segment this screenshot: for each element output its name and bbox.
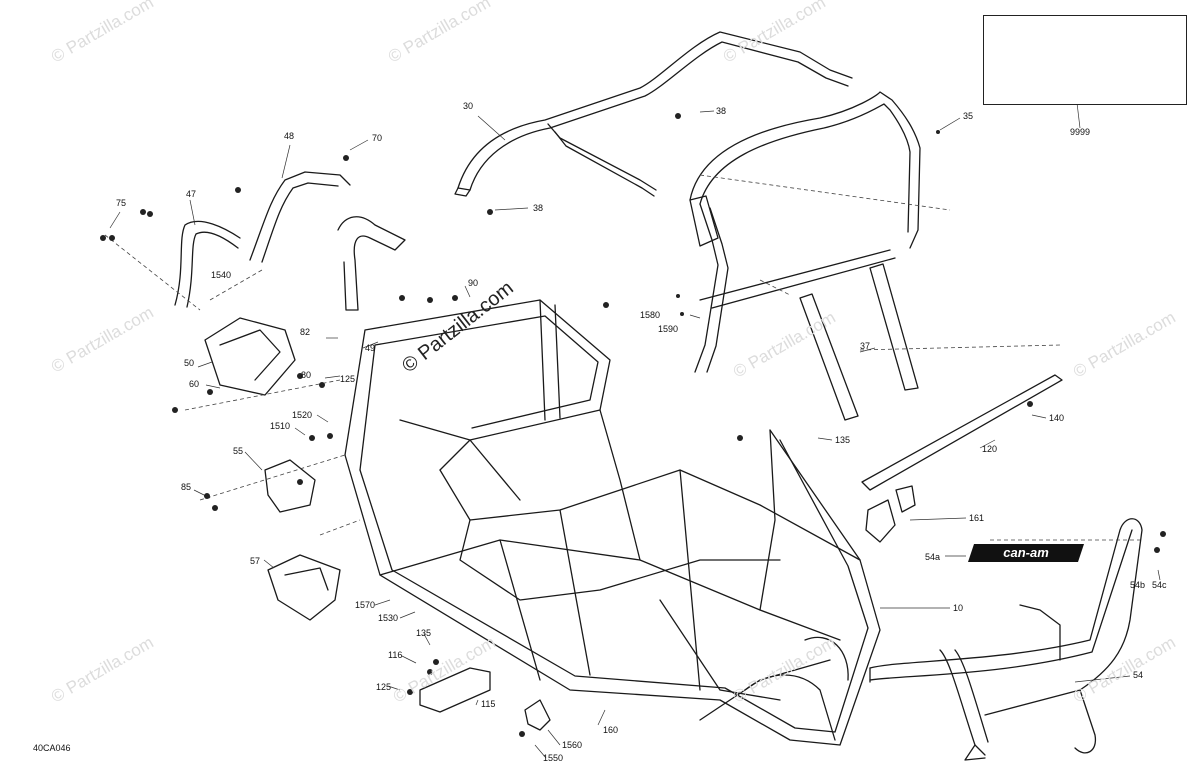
callout-125[interactable]: 125 — [340, 374, 356, 384]
roll-cage-rear-hoop[interactable] — [689, 91, 921, 373]
callout-35[interactable]: 35 — [963, 111, 974, 121]
callout-30[interactable]: 30 — [463, 101, 474, 111]
decal-inset-box — [983, 15, 1187, 105]
callout-60[interactable]: 60 — [189, 379, 200, 389]
callout-38[interactable]: 38 — [533, 203, 544, 213]
callout-54c[interactable]: 54c — [1152, 580, 1167, 590]
bracket-115[interactable] — [419, 667, 491, 713]
callout-37[interactable]: 37 — [860, 341, 871, 351]
callout-125[interactable]: 125 — [376, 682, 392, 692]
callout-161[interactable]: 161 — [969, 513, 985, 523]
bracket-50[interactable] — [204, 317, 296, 396]
callout-47[interactable]: 47 — [186, 189, 197, 199]
callout-82[interactable]: 82 — [300, 327, 311, 337]
callout-140[interactable]: 140 — [1049, 413, 1065, 423]
callout-54[interactable]: 54 — [1133, 670, 1144, 680]
callout-120[interactable]: 120 — [982, 444, 998, 454]
callout-57[interactable]: 57 — [250, 556, 261, 566]
can-am-logo: can-am — [968, 544, 1084, 562]
bracket-161[interactable] — [865, 485, 916, 543]
front-bumper[interactable] — [869, 518, 1143, 761]
bracket-57[interactable] — [267, 554, 341, 621]
callout-85[interactable]: 85 — [181, 482, 192, 492]
callout-50[interactable]: 50 — [184, 358, 195, 368]
diagram-code: 40CA046 — [33, 743, 71, 753]
bracket-55[interactable] — [264, 459, 316, 513]
callout-70[interactable]: 70 — [372, 133, 383, 143]
callout-1520[interactable]: 1520 — [292, 410, 313, 420]
callout-80[interactable]: 80 — [301, 370, 312, 380]
callout-10[interactable]: 10 — [953, 603, 964, 613]
callout-54b[interactable]: 54b — [1130, 580, 1146, 590]
callout-54a[interactable]: 54a — [925, 552, 941, 562]
callout-90[interactable]: 90 — [468, 278, 479, 288]
callout-75[interactable]: 75 — [116, 198, 127, 208]
callout-1590[interactable]: 1590 — [658, 324, 679, 334]
callout-48[interactable]: 48 — [284, 131, 295, 141]
callout-1550[interactable]: 1550 — [543, 753, 564, 763]
callout-135[interactable]: 135 — [835, 435, 851, 445]
bar-47[interactable] — [174, 220, 241, 308]
main-frame[interactable] — [344, 299, 881, 746]
callout-1530[interactable]: 1530 — [378, 613, 399, 623]
bar-48[interactable] — [249, 171, 351, 263]
callout-135[interactable]: 135 — [416, 628, 432, 638]
bracket-1560[interactable] — [524, 699, 551, 731]
callout-1570[interactable]: 1570 — [355, 600, 376, 610]
callout-55[interactable]: 55 — [233, 446, 244, 456]
svg-text:can-am: can-am — [1003, 545, 1049, 560]
callout-160[interactable]: 160 — [603, 725, 619, 735]
callout-1540[interactable]: 1540 — [211, 270, 232, 280]
callout-1560[interactable]: 1560 — [562, 740, 583, 750]
callout-115[interactable]: 115 — [481, 699, 496, 709]
rail-120[interactable] — [861, 374, 1063, 491]
callout-38[interactable]: 38 — [716, 106, 727, 116]
callout-9999[interactable]: 9999 — [1070, 127, 1091, 137]
callout-1580[interactable]: 1580 — [640, 310, 661, 320]
roll-cage-front-bar[interactable] — [454, 31, 853, 197]
tubes-37[interactable] — [799, 263, 919, 421]
bar-unlabeled[interactable] — [337, 216, 406, 311]
callout-1510[interactable]: 1510 — [270, 421, 291, 431]
callout-116[interactable]: 116 — [388, 650, 403, 660]
callout-49[interactable]: 49 — [365, 343, 376, 353]
